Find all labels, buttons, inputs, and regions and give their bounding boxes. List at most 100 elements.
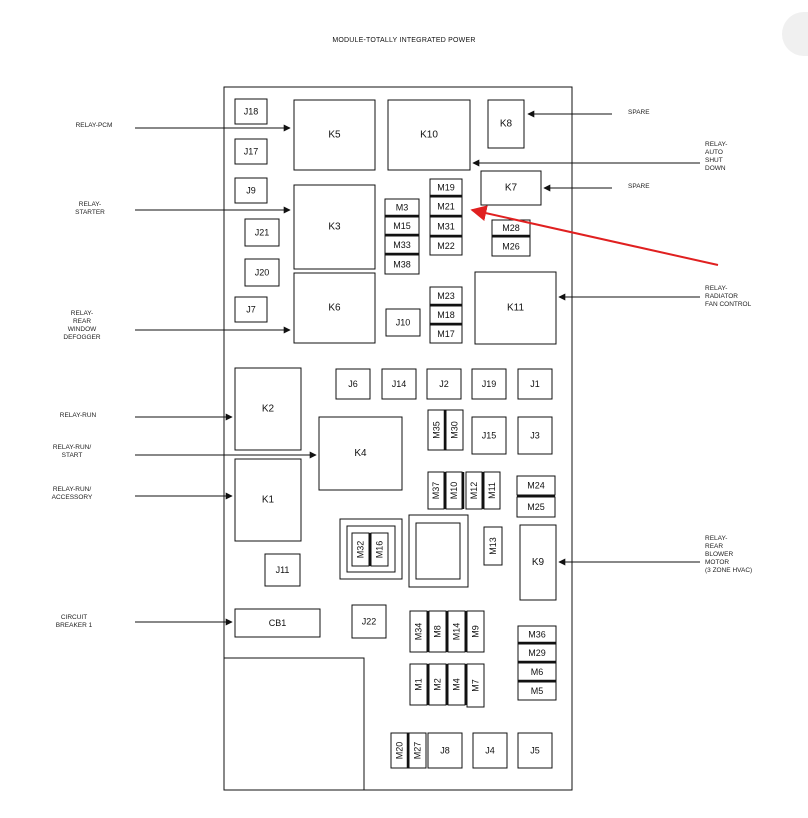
- component-k3[interactable]: K3: [293, 184, 376, 270]
- component-m33[interactable]: M33: [384, 235, 420, 255]
- component-m8[interactable]: M8: [428, 610, 447, 653]
- component-k8[interactable]: K8: [487, 99, 525, 149]
- component-m3[interactable]: M3: [384, 198, 420, 217]
- component-k7[interactable]: K7: [480, 170, 542, 206]
- component-m5[interactable]: M5: [517, 681, 557, 701]
- component-label: M17: [437, 329, 455, 339]
- component-label: J1: [530, 379, 540, 389]
- component-j3[interactable]: J3: [517, 416, 553, 455]
- component-m17[interactable]: M17: [429, 324, 463, 344]
- component-j17[interactable]: J17: [234, 138, 268, 165]
- component-j6[interactable]: J6: [335, 368, 371, 400]
- component-j21[interactable]: J21: [244, 218, 280, 247]
- component-m37[interactable]: M37: [427, 471, 445, 510]
- component-k11[interactable]: K11: [474, 271, 557, 345]
- callout-label: RELAY-PCM: [76, 122, 113, 129]
- component-cb1[interactable]: CB1: [234, 608, 321, 638]
- component-m22[interactable]: M22: [429, 236, 463, 256]
- component-k2[interactable]: K2: [234, 367, 302, 451]
- component-label: M37: [431, 482, 441, 500]
- component-label: M26: [502, 242, 520, 252]
- component-j8[interactable]: J8: [427, 732, 463, 769]
- component-box: [293, 184, 376, 270]
- component-label: M1: [414, 678, 424, 691]
- component-label: M16: [375, 541, 385, 559]
- component-j22[interactable]: J22: [351, 604, 387, 639]
- component-j5[interactable]: J5: [517, 732, 553, 769]
- component-m16[interactable]: M16: [370, 532, 389, 567]
- component-box: [471, 416, 507, 455]
- component-j18[interactable]: J18: [234, 98, 268, 125]
- callout-relay-run: RELAY-RUN: [60, 412, 233, 421]
- component-m27[interactable]: M27: [408, 732, 427, 769]
- component-m6[interactable]: M6: [517, 662, 557, 682]
- component-m26[interactable]: M26: [491, 236, 531, 257]
- callout-relay-pcm: RELAY-PCM: [76, 122, 291, 132]
- component-j4[interactable]: J4: [472, 732, 508, 769]
- component-m34[interactable]: M34: [409, 610, 428, 653]
- component-m2[interactable]: M2: [428, 663, 447, 706]
- component-m4[interactable]: M4: [447, 663, 466, 706]
- component-label: M2: [433, 678, 443, 691]
- component-j20[interactable]: J20: [244, 258, 280, 287]
- component-label: J6: [348, 379, 358, 389]
- component-k6[interactable]: K6: [293, 272, 376, 344]
- component-j11[interactable]: J11: [264, 553, 301, 587]
- component-m24[interactable]: M24: [516, 475, 556, 496]
- component-box: [472, 732, 508, 769]
- component-box: [234, 138, 268, 165]
- component-m38[interactable]: M38: [384, 254, 420, 275]
- component-label: M13: [488, 537, 498, 555]
- component-k4[interactable]: K4: [318, 416, 403, 491]
- component-m7[interactable]: M7: [466, 663, 485, 708]
- component-m15[interactable]: M15: [384, 216, 420, 236]
- component-m18[interactable]: M18: [429, 305, 463, 325]
- component-label: J11: [276, 565, 290, 575]
- component-box: [234, 367, 302, 451]
- component-m11[interactable]: M11: [483, 471, 501, 510]
- component-k5[interactable]: K5: [293, 99, 376, 171]
- component-box: [351, 604, 387, 639]
- component-m20[interactable]: M20: [390, 732, 409, 769]
- component-j1[interactable]: J1: [517, 368, 553, 400]
- component-m12[interactable]: M12: [465, 471, 483, 510]
- component-m14[interactable]: M14: [447, 610, 466, 653]
- component-m35[interactable]: M35: [427, 409, 446, 451]
- component-m10[interactable]: M10: [445, 471, 463, 510]
- component-m13[interactable]: M13: [483, 526, 503, 566]
- component-box: [234, 98, 268, 125]
- component-m32[interactable]: M32: [351, 532, 370, 567]
- component-box: [517, 416, 553, 455]
- component-j10[interactable]: J10: [385, 308, 421, 337]
- component-m23[interactable]: M23: [429, 286, 463, 306]
- component-j9[interactable]: J9: [234, 177, 268, 204]
- component-j19[interactable]: J19: [471, 368, 507, 400]
- component-k9[interactable]: K9: [519, 524, 557, 601]
- component-j2[interactable]: J2: [426, 368, 462, 400]
- component-m25[interactable]: M25: [516, 496, 556, 518]
- component-label: M9: [471, 625, 481, 638]
- component-m36[interactable]: M36: [517, 625, 557, 644]
- component-m1[interactable]: M1: [409, 663, 428, 706]
- component-m19[interactable]: M19: [429, 178, 463, 197]
- component-label: CB1: [269, 618, 287, 628]
- component-k10[interactable]: K10: [387, 99, 471, 171]
- component-label: J8: [440, 746, 450, 756]
- component-m29[interactable]: M29: [517, 643, 557, 663]
- component-k1[interactable]: K1: [234, 458, 302, 542]
- component-m21[interactable]: M21: [429, 196, 463, 217]
- component-j15[interactable]: J15: [471, 416, 507, 455]
- component-label: M22: [437, 241, 455, 251]
- component-m31[interactable]: M31: [429, 216, 463, 237]
- component-j14[interactable]: J14: [381, 368, 417, 400]
- component-box: [487, 99, 525, 149]
- component-m30[interactable]: M30: [445, 409, 464, 451]
- component-m9[interactable]: M9: [466, 610, 485, 653]
- component-j7[interactable]: J7: [234, 296, 268, 323]
- component-label: J2: [439, 379, 449, 389]
